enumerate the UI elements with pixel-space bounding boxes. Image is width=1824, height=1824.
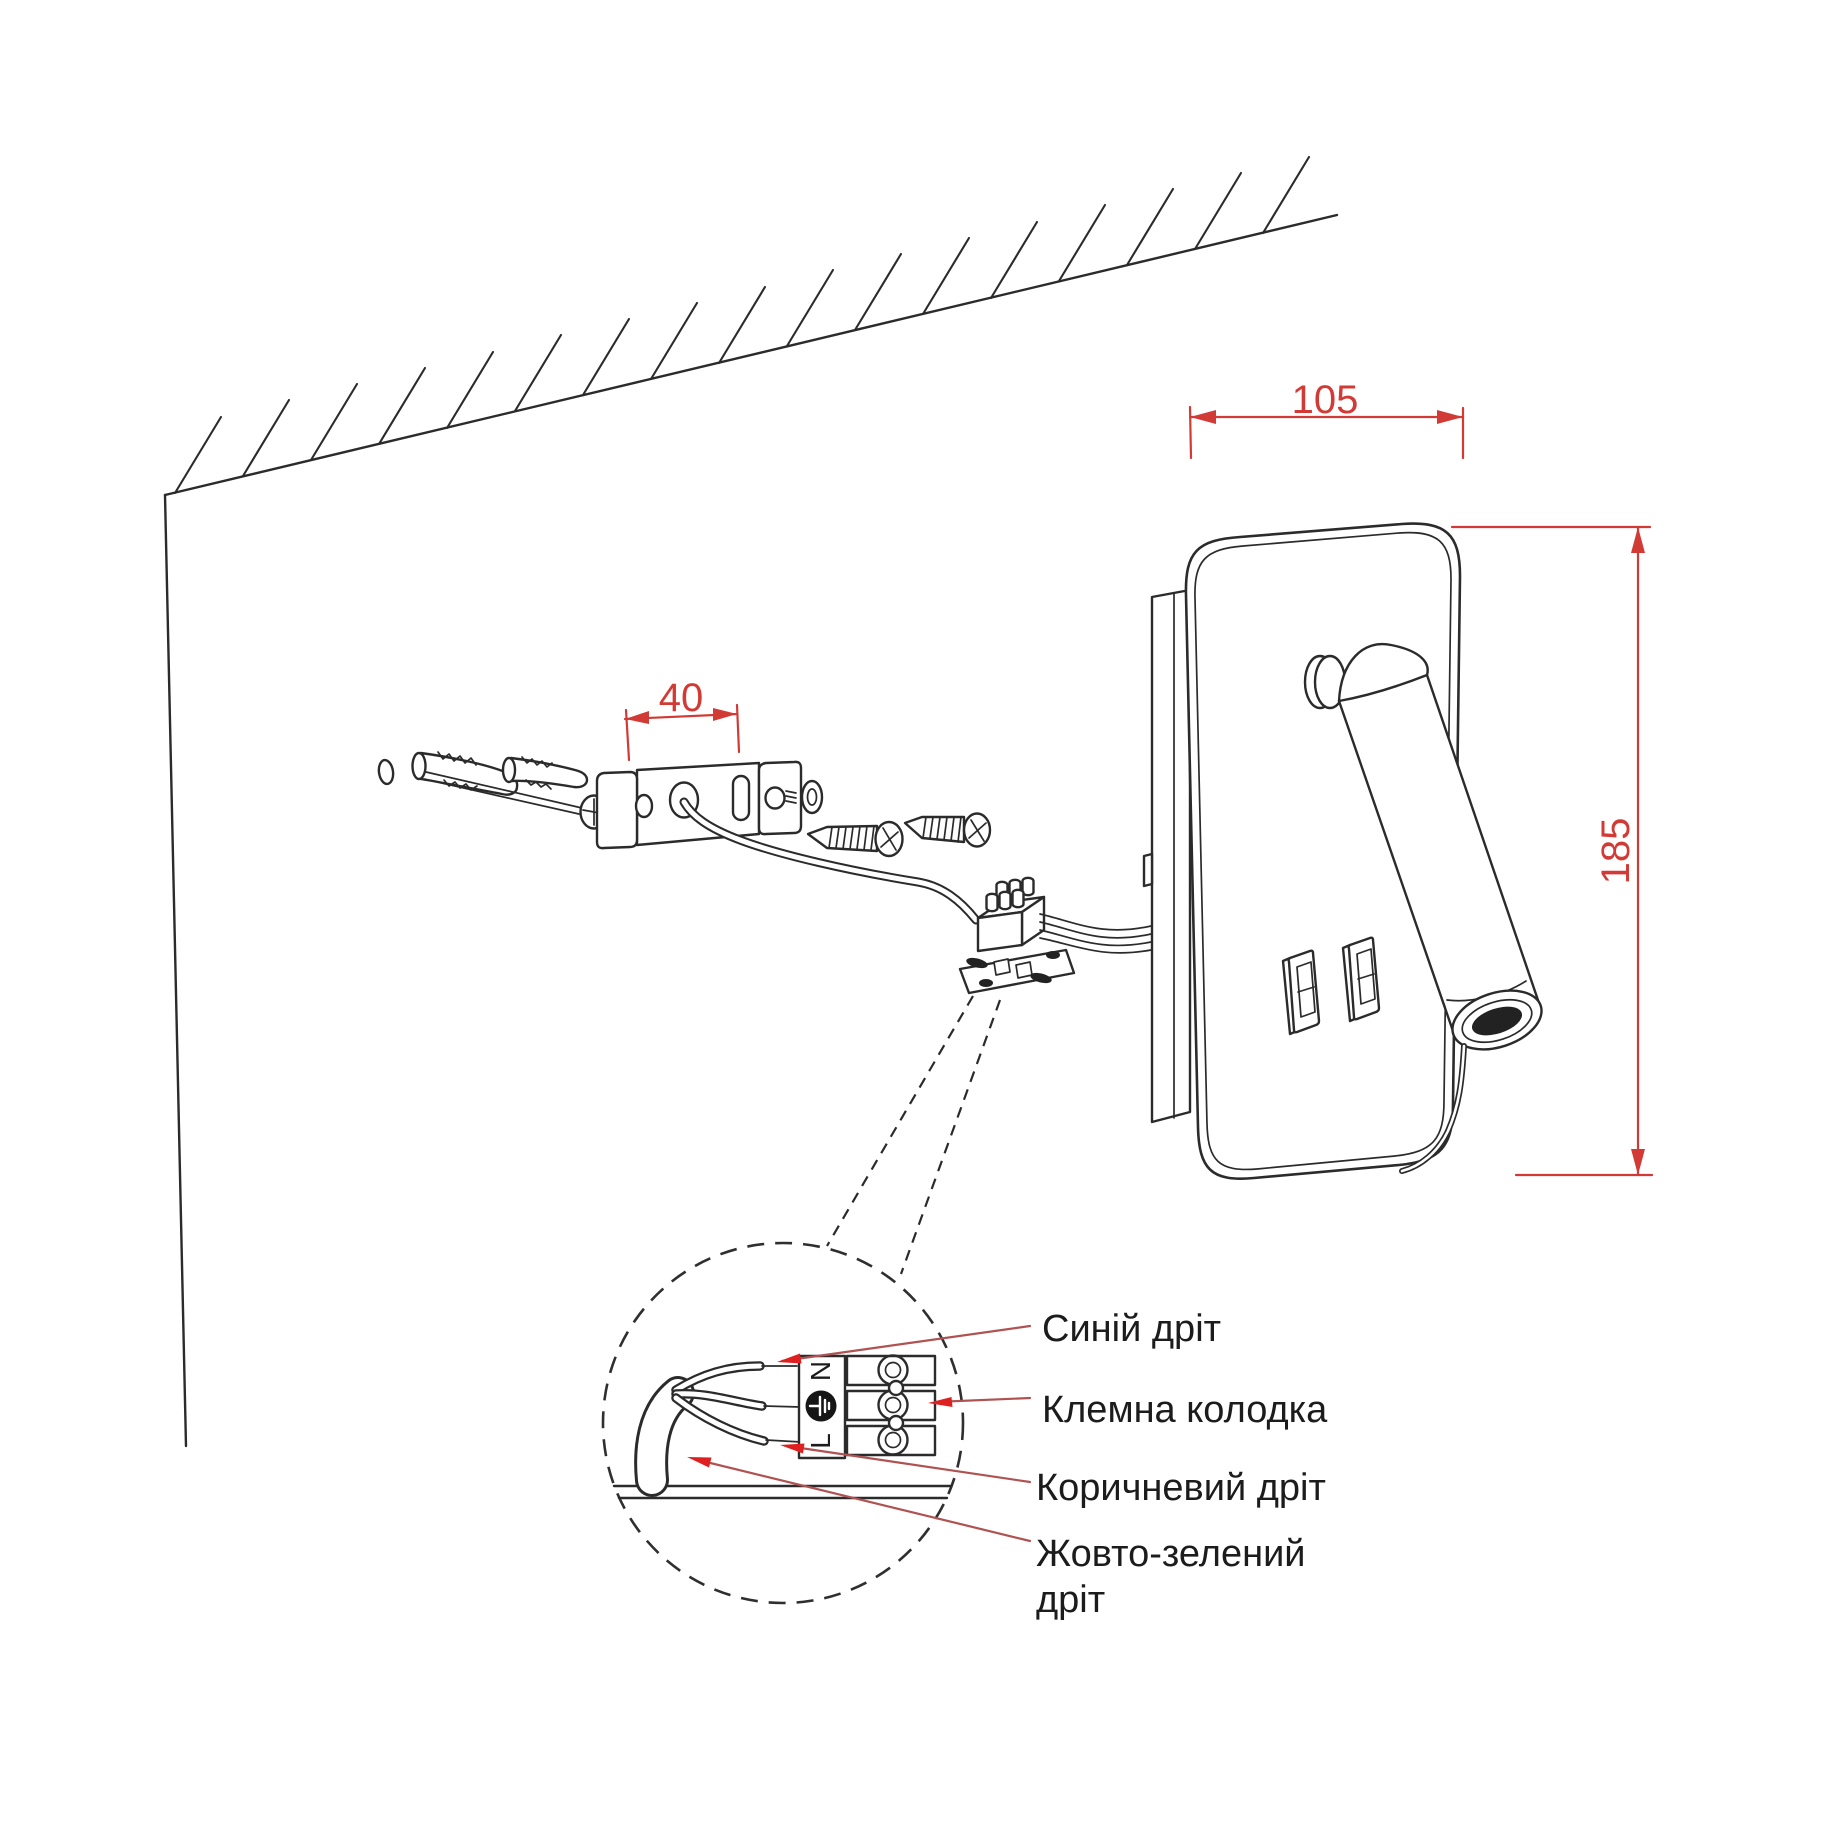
bare-conductor	[763, 1405, 801, 1408]
arrowhead-icon	[777, 1353, 802, 1364]
callout-leader-2	[899, 999, 1002, 1275]
screw-threads	[828, 825, 875, 851]
wiring-labels: Синій дріт Клемна колодка Коричневий дрі…	[1036, 1308, 1328, 1621]
block-front-face	[976, 910, 1024, 953]
earth-symbol-icon	[805, 1390, 837, 1422]
power-wire	[679, 797, 981, 925]
lamp-body	[1184, 522, 1543, 1180]
wall-drill-hole	[377, 758, 395, 786]
wall-hatching	[173, 155, 1311, 495]
bracket-center-hole	[668, 781, 700, 819]
bare-conductor	[765, 1439, 802, 1443]
arrow-up-icon	[1631, 527, 1645, 553]
dimension-width-105: 105	[1188, 378, 1465, 460]
plate-screw-1	[806, 820, 904, 858]
spot-lens	[1471, 1006, 1523, 1036]
label-blue-wire: Синій дріт	[1042, 1308, 1221, 1350]
wire-line-brown	[671, 1393, 802, 1446]
arrow-left-icon	[1190, 410, 1216, 424]
phillips-cross-icon	[880, 827, 899, 851]
mounting-bracket	[595, 760, 824, 850]
leader-yellow-green-wire	[692, 1457, 1032, 1543]
label-terminal-block: Клемна колодка	[1042, 1389, 1328, 1431]
boss-threads	[785, 790, 797, 804]
bracket-slot	[731, 774, 751, 822]
plate-hook	[1142, 852, 1154, 888]
terminal-block-detail: N L	[797, 1354, 937, 1460]
wall-corner	[163, 155, 1339, 1448]
surface-lines	[612, 1484, 953, 1500]
driver-pcb	[958, 948, 1076, 995]
label-yellow-green-wire-line1: Жовто-зелений	[1036, 1533, 1306, 1575]
wiring-detail-callout: N L	[601, 1241, 1032, 1605]
block-to-lamp-wires	[1039, 913, 1152, 954]
bracket-left-boss	[634, 793, 654, 819]
wall-vertical-edge	[163, 493, 188, 1448]
terminal-block-main	[976, 876, 1046, 953]
terminal-cell-n	[845, 1354, 937, 1387]
wall-anchor-lower	[411, 751, 519, 796]
dimension-height-value: 185	[1594, 818, 1638, 885]
leader-brown-wire	[785, 1444, 1032, 1484]
dimension-width-value: 105	[1292, 378, 1359, 422]
terminal-cell-earth	[845, 1389, 937, 1422]
bracket-right-boss	[764, 786, 786, 810]
terminal-marking-l: L	[805, 1433, 836, 1449]
label-yellow-green-wire-line2: дріт	[1036, 1579, 1105, 1621]
spot-collar	[1337, 642, 1429, 703]
lamp-back-plate	[1142, 588, 1192, 1124]
block-screws	[985, 876, 1035, 913]
arrow-right-icon	[1437, 410, 1463, 424]
pcb-chip	[1015, 961, 1033, 979]
reading-light	[1303, 642, 1543, 1051]
label-brown-wire: Коричневий дріт	[1036, 1467, 1326, 1509]
lamp-panel-inner-contour	[1194, 531, 1452, 1171]
lamp-cord	[1399, 1043, 1467, 1174]
phillips-cross-icon	[968, 819, 987, 842]
pcb-chip	[993, 958, 1011, 976]
plate-screw-2	[903, 812, 992, 848]
anchor-ridges	[437, 751, 477, 766]
wire-neutral-blue	[671, 1361, 798, 1395]
arrow-down-icon	[1631, 1149, 1645, 1175]
arrow-left-icon	[625, 711, 649, 724]
terminal-marking-n: N	[805, 1361, 836, 1381]
callout-circle	[601, 1241, 965, 1605]
arrowhead-icon	[780, 1443, 805, 1454]
extension-lines	[1450, 525, 1654, 1177]
label-leaders	[687, 1324, 1032, 1543]
callout-leader-1	[826, 995, 974, 1247]
switch-left	[1281, 949, 1321, 1036]
anchor-ridges	[521, 756, 553, 768]
screw-shaft-lines	[423, 771, 583, 815]
arrowhead-icon	[687, 1457, 712, 1468]
bracket-left-cap	[595, 770, 639, 850]
dimension-hole-spacing-40: 40	[623, 676, 741, 762]
terminal-cell-l	[845, 1424, 937, 1457]
arrow-right-icon	[713, 708, 737, 721]
wire-earth-yellow-green	[671, 1388, 801, 1411]
dimension-hole-spacing-value: 40	[659, 676, 704, 720]
leader-blue-wire	[780, 1324, 1032, 1363]
wall-anchor-upper	[501, 756, 589, 790]
arrowhead-icon	[928, 1397, 953, 1407]
switch-right	[1341, 936, 1381, 1023]
wall-diagonal-edge	[163, 213, 1339, 497]
dimension-height-185: 185	[1450, 525, 1654, 1177]
bracket-washer	[800, 779, 824, 815]
spot-cylinder-fill	[1339, 675, 1542, 1036]
spot-cylinder-sides	[1337, 673, 1542, 1036]
cable-sheath	[634, 1376, 695, 1497]
screw-threads	[922, 816, 962, 843]
